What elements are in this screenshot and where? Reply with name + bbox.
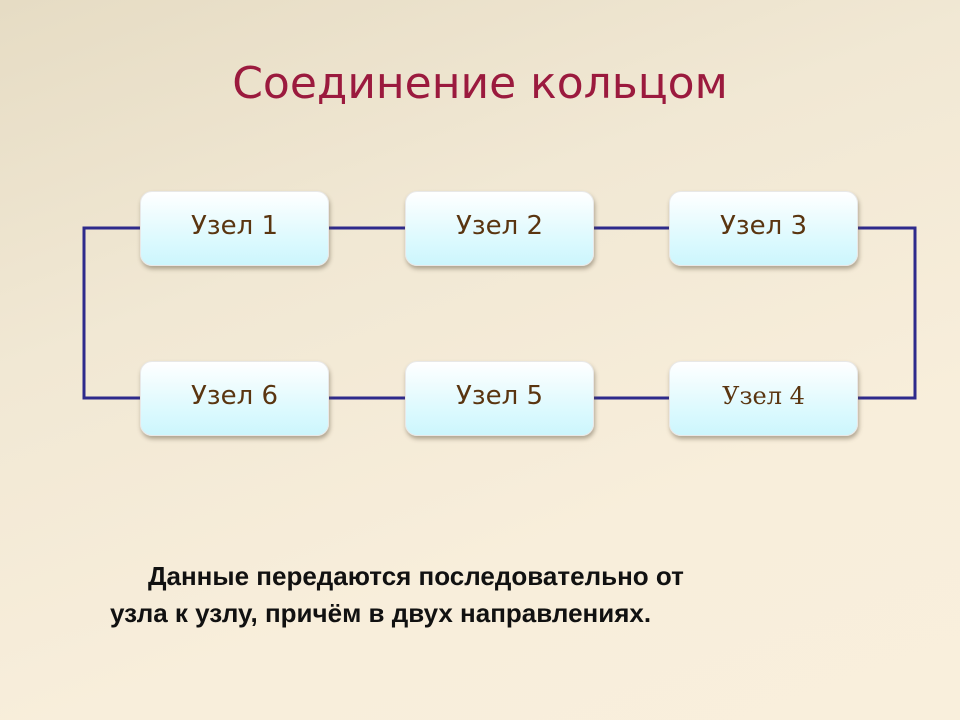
node-1: Узел 1	[140, 191, 329, 266]
node-4: Узел 4	[669, 361, 858, 436]
caption-line-2: узла к узлу, причём в двух направлениях.	[110, 598, 652, 628]
link-3-4	[858, 226, 917, 400]
node-6: Узел 6	[140, 361, 329, 436]
node-2: Узел 2	[405, 191, 594, 266]
caption: Данные передаются последовательно от узл…	[110, 558, 684, 632]
caption-line-1: Данные передаются последовательно от	[148, 561, 684, 591]
node-5: Узел 5	[405, 361, 594, 436]
slide-title: Соединение кольцом	[232, 58, 728, 109]
ring-link-path	[82, 226, 140, 400]
node-3: Узел 3	[669, 191, 858, 266]
